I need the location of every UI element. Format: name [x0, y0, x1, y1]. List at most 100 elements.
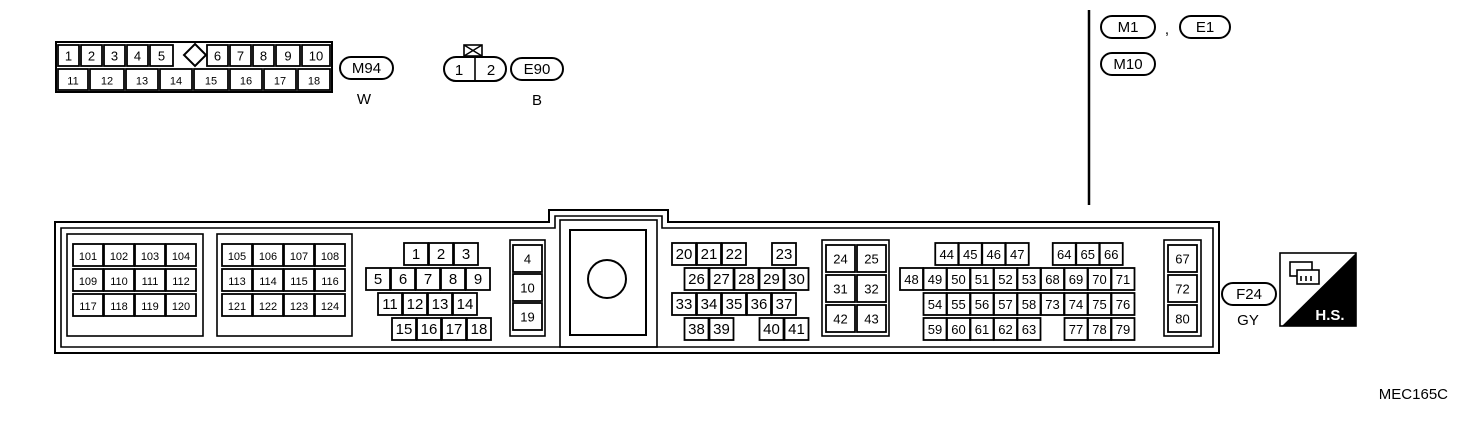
m1-code: M1	[1118, 19, 1139, 36]
ecm-pin-31-box	[825, 274, 856, 303]
ecm-pin-38-box	[683, 317, 710, 341]
ecm-pin-60: 60	[951, 322, 965, 337]
e90-code-oval	[510, 57, 564, 81]
ecm-pin-80-box	[1167, 304, 1198, 333]
ecm-pin-21: 21	[701, 246, 718, 263]
ecm-pin-104: 104	[172, 251, 190, 263]
m94-pin-12-box	[89, 68, 125, 91]
ecm-pin-107: 107	[290, 251, 308, 263]
ecm-pin-11-box	[377, 292, 403, 316]
m94-body	[55, 41, 333, 93]
ecm-pin-51: 51	[975, 272, 989, 287]
m94-pin-1: 1	[65, 49, 72, 64]
ecm-pin-56: 56	[975, 297, 989, 312]
ecm-pin-24-box	[825, 244, 856, 273]
ecm-pin-106: 106	[259, 251, 277, 263]
ecm-pin-66-box	[1098, 242, 1124, 266]
ecm-pin-75: 75	[1092, 297, 1106, 312]
m94-pin-17: 17	[274, 76, 286, 88]
m94-pin-7-box	[229, 44, 252, 67]
ecm-group-h-frame	[1163, 239, 1202, 337]
ecm-pin-18: 18	[471, 321, 488, 338]
ecm-pin-3-box	[453, 242, 479, 266]
ecm-pin-22: 22	[726, 246, 743, 263]
ecm-group-b-frame	[216, 233, 353, 337]
m94-pin-11: 11	[67, 76, 78, 88]
f24-code-oval	[1221, 282, 1277, 306]
ecm-pin-40: 40	[763, 321, 780, 338]
ecm-pin-5: 5	[374, 271, 382, 288]
ecm-pin-114-box	[252, 268, 284, 292]
m94-pin-16-box	[229, 68, 263, 91]
ecm-pin-80: 80	[1175, 312, 1189, 327]
m94-pin-8: 8	[260, 49, 267, 64]
m94-pin-16: 16	[240, 76, 252, 88]
m94-pin-13: 13	[136, 76, 148, 88]
m94-code: M94	[352, 60, 381, 77]
ecm-pin-59: 59	[928, 322, 942, 337]
ecm-pin-76-box	[1110, 292, 1136, 316]
m94-pin-10-box	[301, 44, 331, 67]
ecm-pin-39: 39	[713, 321, 730, 338]
ecm-pin-122: 122	[259, 301, 277, 313]
ecm-pin-33-box	[671, 292, 697, 316]
ecm-pin-47: 47	[1010, 247, 1024, 262]
ecm-pin-19: 19	[520, 310, 534, 325]
ecm-pin-117-box	[72, 293, 104, 317]
ecm-pin-110: 110	[110, 276, 128, 288]
m94-key-diamond	[182, 42, 208, 68]
ecm-pin-32-box	[856, 274, 887, 303]
ecm-pin-35-box	[721, 292, 747, 316]
ecm-pin-109: 109	[79, 276, 97, 288]
m94-pin-7: 7	[237, 49, 244, 64]
ecm-pin-70: 70	[1092, 272, 1106, 287]
ecm-pin-118-box	[103, 293, 135, 317]
hs-badge-label: H.S.	[1315, 307, 1344, 324]
ecm-pin-117: 117	[79, 301, 97, 313]
ecm-pin-101: 101	[79, 251, 97, 263]
ecm-pin-19-box	[512, 302, 543, 331]
ecm-pin-123-box	[283, 293, 315, 317]
ecm-pin-64: 64	[1057, 247, 1071, 262]
ecm-pin-34: 34	[701, 296, 718, 313]
ecm-pin-1: 1	[412, 246, 420, 263]
ecm-pin-78: 78	[1092, 322, 1106, 337]
ecm-pin-16-box	[416, 317, 442, 341]
ecm-pin-28: 28	[738, 271, 755, 288]
m94-pin-1-box	[57, 44, 80, 67]
ecm-pin-7: 7	[424, 271, 432, 288]
e1-oval	[1179, 15, 1231, 39]
ecm-pin-31: 31	[833, 282, 847, 297]
m94-pin-18: 18	[308, 76, 320, 88]
ecm-pin-22-box	[721, 242, 747, 266]
ecm-pin-120-box	[165, 293, 197, 317]
m94-pin-6-box	[206, 44, 229, 67]
ecm-pin-9: 9	[474, 271, 482, 288]
m94-pin-18-box	[297, 68, 331, 91]
ecm-pin-111: 111	[142, 276, 159, 288]
ecm-pin-108: 108	[321, 251, 339, 263]
m94-pin-15: 15	[205, 76, 217, 88]
ecm-pin-112: 112	[172, 276, 190, 288]
ecm-pin-43-box	[856, 304, 887, 333]
ecm-pin-123: 123	[290, 301, 308, 313]
ecm-group-f-frame	[821, 239, 890, 337]
ecm-pin-1-box	[403, 242, 429, 266]
ecm-pin-37-box	[771, 292, 797, 316]
ecm-pin-34-box	[696, 292, 722, 316]
hs-badge: H.S.	[1279, 252, 1357, 327]
ecm-pin-28-box	[733, 267, 760, 291]
ecm-pin-13-box	[427, 292, 453, 316]
ecm-pin-114: 114	[259, 276, 277, 288]
ecm-pin-48: 48	[904, 272, 918, 287]
m94-pin-12: 12	[101, 76, 113, 88]
ecm-pin-55: 55	[951, 297, 965, 312]
ecm-pin-4-box	[512, 244, 543, 273]
ecm-pin-124: 124	[321, 301, 339, 313]
ecm-pin-113: 113	[228, 276, 246, 288]
e90-connector: 1 2 E90 B	[443, 44, 564, 109]
ecm-pin-14: 14	[457, 296, 474, 313]
